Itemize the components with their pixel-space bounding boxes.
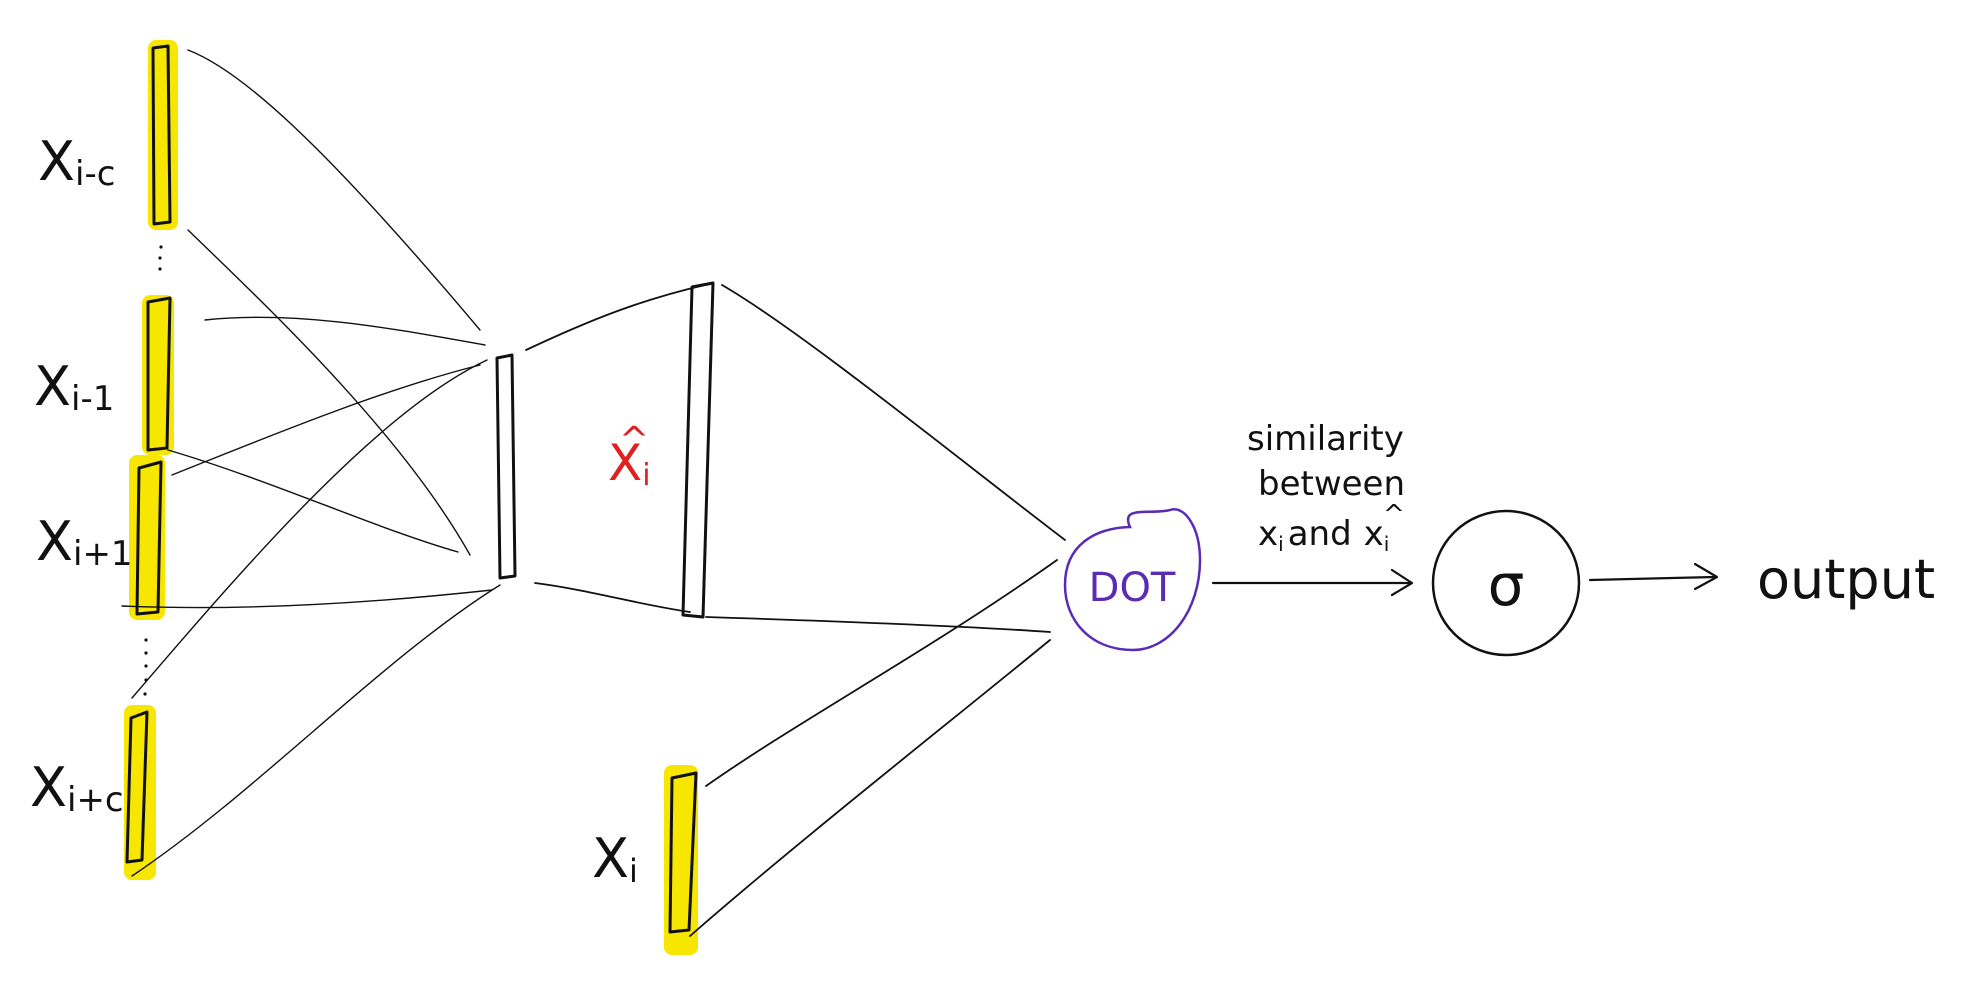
ellipsis-dots bbox=[143, 245, 163, 696]
annotation-hat-mark: ^ bbox=[1383, 500, 1405, 530]
vector-x-i-plus-c bbox=[125, 710, 149, 864]
dot-node-circle bbox=[1063, 508, 1202, 652]
output-label: output bbox=[1757, 548, 1935, 611]
input-vectors bbox=[125, 44, 698, 934]
sigma-node-circle bbox=[1431, 509, 1581, 657]
label-x-i-minus-c: Xi-c bbox=[38, 130, 115, 194]
label-target-x-i: Xi bbox=[592, 827, 638, 890]
highlight-x-i-plus-c bbox=[124, 705, 156, 880]
annotation-line-1: similarity bbox=[1247, 419, 1404, 459]
vector-x-i-minus-1 bbox=[146, 296, 172, 452]
input-to-hidden-connections bbox=[121, 49, 501, 877]
sigma-to-output-arrow bbox=[1588, 562, 1719, 591]
label-x-i-plus-c: Xi+c bbox=[30, 756, 124, 820]
annotation-line-2: between bbox=[1258, 464, 1405, 504]
dot-to-sigma-arrow bbox=[1211, 568, 1414, 597]
sigma-node-label: σ bbox=[1488, 551, 1525, 619]
prediction-hat-mark: ^ bbox=[619, 420, 649, 461]
dot-node-label: DOT bbox=[1089, 565, 1176, 611]
label-x-i-plus-1: Xi+1 bbox=[36, 510, 133, 574]
label-x-i-minus-1: Xi-1 bbox=[34, 355, 114, 419]
labels: Xi-c Xi-1 Xi+1 Xi+c Xi ^ Xi DOT similari… bbox=[30, 130, 1935, 890]
target-to-dot-connections bbox=[689, 559, 1058, 937]
vector-x-i-target bbox=[668, 771, 698, 934]
label-prediction-x-hat: Xi bbox=[608, 434, 651, 493]
prediction-to-dot-connections bbox=[705, 284, 1066, 633]
highlight-x-i-minus-1 bbox=[142, 295, 174, 455]
hidden-layer-vector bbox=[495, 353, 517, 580]
vector-x-i-minus-c bbox=[151, 44, 172, 226]
hidden-to-prediction-connections bbox=[525, 284, 706, 613]
prediction-vector bbox=[681, 281, 715, 619]
vector-x-i-plus-1 bbox=[135, 460, 163, 616]
